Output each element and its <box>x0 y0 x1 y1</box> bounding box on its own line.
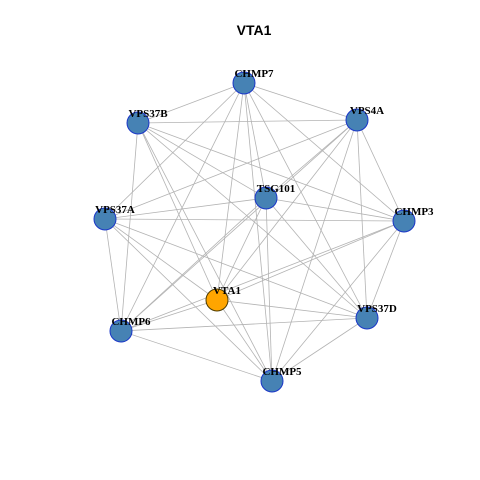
edge-vta1-chmp5 <box>216 299 273 382</box>
edge-vps4a-chmp3 <box>356 119 405 222</box>
edge-chmp3-chmp6 <box>120 220 405 332</box>
node-circle <box>126 111 150 135</box>
edge-vps37b-chmp6 <box>120 122 139 332</box>
edge-vps37a-vta1 <box>104 218 218 301</box>
edge-vps37a-chmp5 <box>104 218 273 382</box>
node-vps37a: VPS37A <box>93 204 135 231</box>
edge-vps4a-vps37a <box>104 119 358 220</box>
edge-chmp7-vps37b <box>137 82 245 124</box>
node-label: VPS37A <box>95 204 135 216</box>
edge-vps37a-chmp3 <box>104 218 405 222</box>
node-circle <box>109 319 133 343</box>
node-circle <box>260 369 284 393</box>
node-chmp7: CHMP7 <box>232 68 274 95</box>
edge-chmp7-chmp3 <box>243 82 405 222</box>
node-circle <box>392 209 416 233</box>
node-tsg101: TSG101 <box>254 183 296 210</box>
edge-vps37b-chmp3 <box>137 122 405 222</box>
node-label: CHMP7 <box>234 68 274 80</box>
edge-vps37a-vps37d <box>104 218 368 319</box>
edge-tsg101-vps37a <box>104 197 267 220</box>
edge-chmp7-chmp6 <box>120 82 245 332</box>
edge-vta1-vps37d <box>216 299 368 319</box>
edge-chmp6-vps37d <box>120 317 368 332</box>
node-label: VPS37D <box>357 303 397 315</box>
edge-vps37a-chmp6 <box>104 218 122 332</box>
edge-vps4a-vps37b <box>137 119 358 124</box>
edge-chmp3-vps37d <box>366 220 405 319</box>
edge-vps4a-tsg101 <box>265 119 358 199</box>
edge-chmp7-vps4a <box>243 82 358 121</box>
edge-chmp7-vps37a <box>104 82 245 220</box>
node-vps4a: VPS4A <box>345 105 384 132</box>
edge-vta1-chmp6 <box>120 299 218 332</box>
node-chmp3: CHMP3 <box>392 206 434 233</box>
node-label: TSG101 <box>257 183 296 195</box>
edge-chmp7-tsg101 <box>243 82 267 199</box>
node-label: VPS4A <box>350 105 384 117</box>
node-chmp6: CHMP6 <box>109 316 151 343</box>
edge-vps37b-tsg101 <box>137 122 267 199</box>
node-vps37d: VPS37D <box>355 303 397 330</box>
node-circle <box>205 288 229 312</box>
edge-chmp7-vps37d <box>243 82 368 319</box>
edge-tsg101-chmp3 <box>265 197 405 222</box>
edges-layer <box>104 82 405 382</box>
node-label: VPS37B <box>128 108 168 120</box>
node-circle <box>232 71 256 95</box>
node-vps37b: VPS37B <box>126 108 168 135</box>
edge-tsg101-vta1 <box>216 197 267 301</box>
node-circle <box>355 306 379 330</box>
node-label: VTA1 <box>213 285 241 297</box>
node-circle <box>254 186 278 210</box>
edge-chmp3-vta1 <box>216 220 405 301</box>
node-circle <box>93 207 117 231</box>
node-vta1: VTA1 <box>205 285 241 312</box>
edge-vps37b-chmp5 <box>137 122 273 382</box>
edge-chmp7-vta1 <box>216 82 245 301</box>
edge-vps37d-chmp5 <box>271 317 368 382</box>
edge-tsg101-chmp5 <box>265 197 273 382</box>
edge-chmp6-chmp5 <box>120 330 273 382</box>
edge-vps4a-chmp6 <box>120 119 358 332</box>
node-circle <box>345 108 369 132</box>
node-label: CHMP5 <box>262 366 302 378</box>
edge-vps4a-vps37d <box>356 119 368 319</box>
node-label: CHMP3 <box>394 206 434 218</box>
node-chmp5: CHMP5 <box>260 366 302 393</box>
edge-chmp7-chmp5 <box>243 82 273 382</box>
edge-vps37b-vps37d <box>137 122 368 319</box>
edge-chmp3-chmp5 <box>271 220 405 382</box>
edge-vps37b-vta1 <box>137 122 218 301</box>
node-label: CHMP6 <box>111 316 151 328</box>
diagram-title: VTA1 <box>237 22 272 38</box>
edge-vps4a-chmp5 <box>271 119 358 382</box>
